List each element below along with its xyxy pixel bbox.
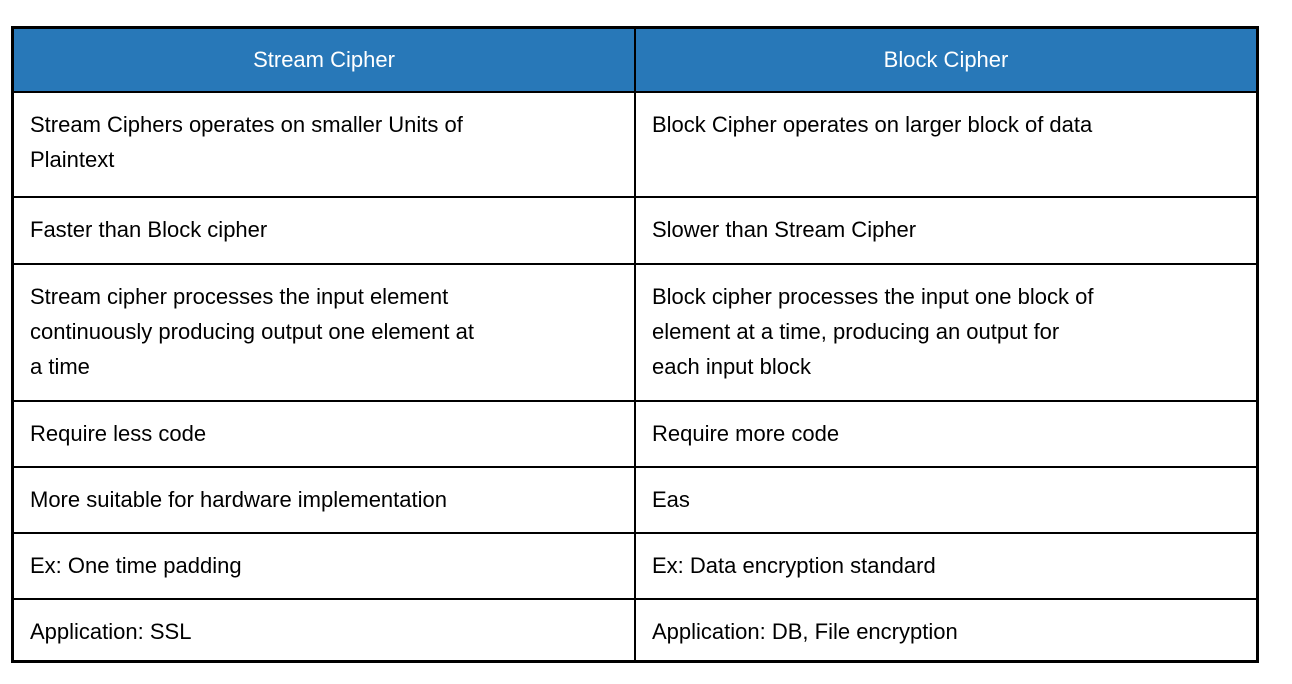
table-cell: Block Cipher operates on larger block of… [634,90,1259,198]
table-cell: Block cipher processes the input one blo… [634,262,1259,402]
table-cell: Ex: Data encryption standard [634,531,1259,600]
table-cell: Stream cipher processes the input elemen… [11,262,636,402]
table-cell: Application: DB, File encryption [634,597,1259,663]
table-cell: Slower than Stream Cipher [634,195,1259,265]
table-row: More suitable for hardware implementatio… [11,465,1259,534]
table-header: Stream Cipher Block Cipher [11,26,1259,93]
table-cell: Require more code [634,399,1259,468]
table-cell: Application: SSL [11,597,636,663]
table-row: Stream cipher processes the input elemen… [11,262,1259,402]
table-cell: Ex: One time padding [11,531,636,600]
header-row: Stream Cipher Block Cipher [11,26,1259,93]
cipher-comparison-table: Stream Cipher Block Cipher Stream Cipher… [11,26,1259,663]
table-cell: Stream Ciphers operates on smaller Units… [11,90,636,198]
column-header-block-cipher: Block Cipher [634,26,1259,93]
column-header-stream-cipher: Stream Cipher [11,26,636,93]
table-cell: Eas [634,465,1259,534]
table-row: Stream Ciphers operates on smaller Units… [11,90,1259,198]
table-body: Stream Ciphers operates on smaller Units… [11,90,1259,663]
table-cell: Faster than Block cipher [11,195,636,265]
table-cell: Require less code [11,399,636,468]
table-cell: More suitable for hardware implementatio… [11,465,636,534]
